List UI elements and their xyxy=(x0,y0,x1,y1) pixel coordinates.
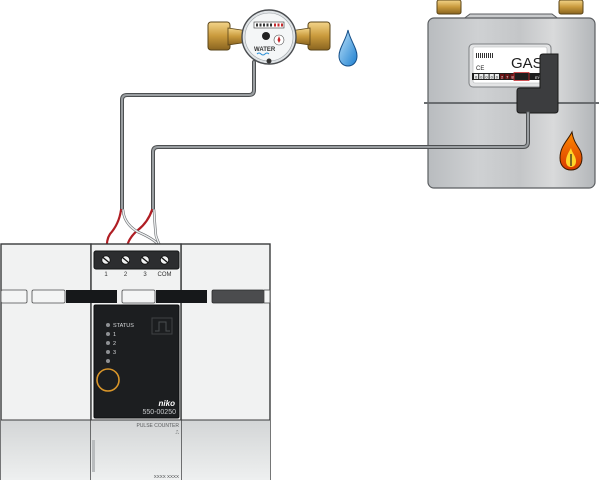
gas-digit-cell xyxy=(484,74,489,79)
water-drop-icon xyxy=(338,29,358,67)
screw-slot xyxy=(122,257,129,263)
cables xyxy=(105,60,530,252)
gas-digit-cell xyxy=(510,74,515,79)
gas-digit-cell xyxy=(505,74,510,79)
gas-meter-inlet xyxy=(436,0,462,15)
gas-meter-barcode xyxy=(476,53,493,58)
terminal-1[interactable]: 1 xyxy=(101,255,111,278)
led-indicator xyxy=(106,341,110,345)
brand-logo: niko xyxy=(159,399,176,408)
gas-meter-pulse-sensor xyxy=(516,53,559,114)
gas-meter-decimal-box xyxy=(513,72,530,81)
gas-digit: 8 xyxy=(511,74,514,79)
terminal-block xyxy=(93,250,180,270)
led-indicator xyxy=(106,323,110,327)
gas-digit: 7 xyxy=(506,74,509,79)
gas-digit: 0 xyxy=(480,74,483,79)
left-module-lower-band xyxy=(1,420,91,480)
water-meter-counter xyxy=(253,21,285,29)
water-meter-cable xyxy=(120,60,256,212)
program-button[interactable] xyxy=(96,368,120,392)
right-module-lower-band xyxy=(181,420,270,480)
screw-slot xyxy=(141,257,149,263)
gas-digit-cell xyxy=(489,74,494,79)
gas-digit: 0 xyxy=(496,74,499,79)
pulse-symbol-box xyxy=(151,317,173,335)
led-indicator xyxy=(106,359,110,363)
gas-digit: 0 xyxy=(475,74,478,79)
terminal-label: 3 xyxy=(143,272,147,278)
water-meter-label: WATER xyxy=(254,47,276,53)
gas-digit-cell xyxy=(479,74,484,79)
model-number: 550-00250 xyxy=(143,409,177,416)
water-meter-star-wheel xyxy=(262,32,270,40)
gas-digit: 0 xyxy=(485,74,488,79)
led-label: STATUS xyxy=(113,323,134,329)
gas-digit-cell xyxy=(474,74,479,79)
barcode-strip xyxy=(92,440,95,472)
pulse-counter-lower-band xyxy=(91,420,181,480)
screw-slot xyxy=(102,257,110,263)
gas-digit-cell xyxy=(494,74,499,79)
water-meter: WATER xyxy=(207,9,331,65)
product-pulse-symbol: ⎍ xyxy=(175,430,179,436)
gas-meter-label: GAS xyxy=(511,55,543,72)
gas-digit: 2 xyxy=(501,74,504,79)
terminal-2[interactable]: 2 xyxy=(120,255,131,278)
water-meter-sub-dial-needle xyxy=(277,36,281,43)
water-meter-wave xyxy=(256,52,270,56)
module-front-panel xyxy=(93,304,180,419)
led-label: 1 xyxy=(113,332,116,338)
led-indicator xyxy=(106,350,110,354)
terminals: 1 2 3 COM xyxy=(101,255,172,278)
water-meter-counter-cells xyxy=(256,23,283,27)
led-label: 2 xyxy=(113,341,116,347)
terminal-com[interactable]: COM xyxy=(158,255,172,278)
terminal-3[interactable]: 3 xyxy=(140,255,150,278)
gas-meter-ce-mark: CE xyxy=(476,66,484,72)
status-leds: STATUS 1 2 3 xyxy=(106,323,134,363)
pulse-symbol-icon xyxy=(155,321,170,332)
gas-digit-cell xyxy=(500,74,505,79)
terminal-label: 2 xyxy=(124,272,128,278)
gas-meter-unit: m³ xyxy=(535,75,541,80)
flame-icon xyxy=(559,130,583,171)
product-name: PULSE COUNTER xyxy=(136,423,179,429)
din-rail-assembly: 1 2 3 COM STATUS 1 2 3 niko 550-00250 PULSE CO… xyxy=(0,243,271,480)
water-meter-right-fitting xyxy=(307,21,331,51)
gas-meter-outlet xyxy=(558,0,584,15)
water-meter-left-fitting xyxy=(207,21,231,51)
screw-slot xyxy=(161,257,168,263)
gas-digit: 0 xyxy=(491,74,494,79)
serial-number: XXXX XXXX xyxy=(154,474,179,479)
terminal-label: COM xyxy=(158,272,172,278)
led-label: 3 xyxy=(113,350,116,356)
terminal-label: 1 xyxy=(104,272,108,278)
water-meter-cable-gland xyxy=(266,58,272,64)
din-clip-band xyxy=(0,289,271,304)
led-indicator xyxy=(106,332,110,336)
